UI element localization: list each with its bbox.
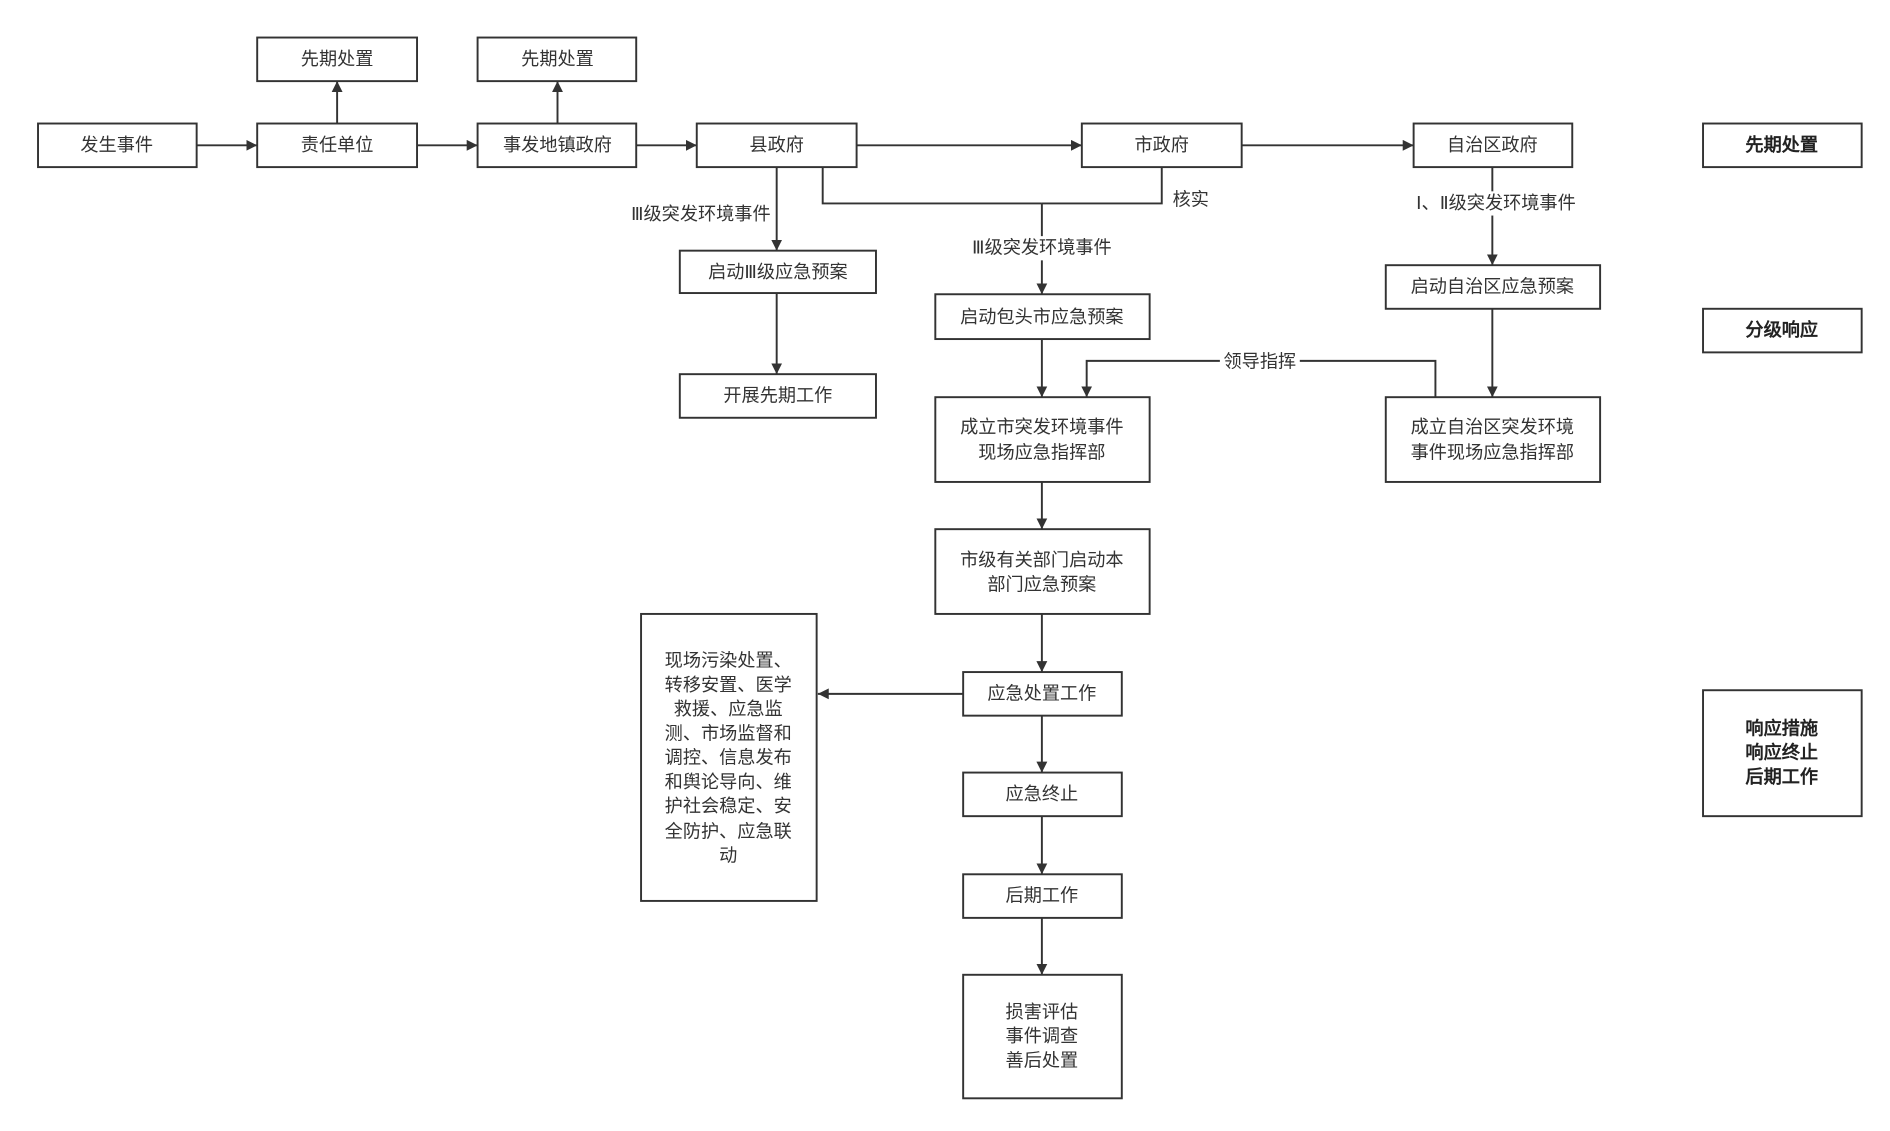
node-resp-unit: 责任单位	[256, 122, 419, 169]
node-label: 后期工作	[1006, 886, 1079, 907]
node-start-city: 启动包头市应急预案	[934, 293, 1151, 341]
node-handling: 应急处置工作	[962, 671, 1123, 717]
node-region-gov: 自治区政府	[1412, 122, 1574, 169]
node-early1: 先期处置	[256, 36, 419, 83]
node-label-line: 和舆论导向、维	[665, 772, 792, 793]
stage-label-line: 后期工作	[1745, 766, 1818, 788]
node-county-gov: 县政府	[695, 122, 858, 169]
node-label: 应急处置工作	[987, 683, 1096, 704]
stage-early-handling: 先期处置	[1702, 122, 1863, 169]
node-region-hq: 成立自治区突发环境 事件现场应急指挥部	[1384, 396, 1602, 483]
node-label-line: 成立市突发环境事件	[960, 417, 1123, 438]
edge-label-verify: 核实	[1173, 189, 1209, 210]
node-after: 后期工作	[962, 873, 1123, 919]
node-label: 县政府	[749, 135, 803, 156]
node-city-hq: 成立市突发环境事件 现场应急指挥部	[934, 396, 1151, 483]
node-city-dept: 市级有关部门启动本 部门应急预案	[934, 528, 1151, 615]
node-early2: 先期处置	[476, 36, 638, 83]
node-label: 先期处置	[301, 49, 374, 70]
node-assess: 损害评估 事件调查 善后处置	[962, 973, 1123, 1100]
node-terminate: 应急终止	[962, 771, 1123, 818]
node-label-line: 成立自治区突发环境	[1411, 417, 1574, 438]
node-label-line: 事件现场应急指挥部	[1411, 442, 1574, 463]
node-start-l3: 启动Ⅲ级应急预案	[678, 249, 877, 295]
node-label-line: 损害评估	[1006, 1002, 1079, 1023]
node-start-region: 启动自治区应急预案	[1384, 264, 1602, 310]
node-label: 先期处置	[521, 49, 594, 70]
connectors	[196, 81, 1498, 975]
stage-label: 分级响应	[1745, 319, 1818, 341]
node-label: 责任单位	[301, 135, 374, 156]
edge-label-county-l3: Ⅲ级突发环境事件	[631, 204, 771, 225]
node-label-line: 调控、信息发布	[665, 748, 792, 769]
node-label-line: 救援、应急监	[674, 699, 783, 720]
line-county-branch	[821, 167, 1042, 205]
node-label: 自治区政府	[1447, 135, 1538, 156]
node-measures: 现场污染处置、 转移安置、医学 救援、应急监 测、市场监督和 调控、信息发布 和…	[640, 612, 818, 902]
node-label-line: 转移安置、医学	[665, 675, 792, 696]
stage-label-line: 响应终止	[1745, 742, 1818, 764]
stage-measures: 响应措施 响应终止 后期工作	[1702, 689, 1863, 818]
stage-graded-response: 分级响应	[1702, 307, 1863, 354]
node-label: 应急终止	[1006, 784, 1079, 805]
node-label-line: 现场污染处置、	[665, 651, 792, 672]
node-occur: 发生事件	[37, 122, 198, 169]
node-label: 事发地镇政府	[503, 135, 612, 156]
edge-label-city-l3: Ⅲ级突发环境事件	[972, 238, 1112, 259]
node-label-line: 市级有关部门启动本	[960, 550, 1123, 571]
edge-label-region-l12: Ⅰ、Ⅱ级突发环境事件	[1416, 193, 1576, 214]
node-label: 市政府	[1135, 135, 1189, 156]
node-label-line: 全防护、应急联	[665, 821, 792, 842]
line-city-verify	[1041, 167, 1163, 205]
node-label-line: 现场应急指挥部	[978, 442, 1105, 463]
node-label-line: 善后处置	[1006, 1050, 1079, 1071]
node-label: 启动Ⅲ级应急预案	[708, 262, 848, 283]
node-label: 启动包头市应急预案	[960, 307, 1123, 328]
node-label: 发生事件	[80, 135, 153, 156]
edge-label-lead: 领导指挥	[1224, 352, 1297, 373]
node-label-line: 测、市场监督和	[665, 723, 792, 744]
stage-label-line: 响应措施	[1745, 717, 1818, 739]
stage-label: 先期处置	[1745, 134, 1818, 156]
node-label-line: 部门应急预案	[987, 574, 1096, 595]
node-label-line: 动	[719, 846, 737, 867]
node-early-work: 开展先期工作	[678, 373, 877, 419]
node-label: 开展先期工作	[723, 385, 832, 406]
node-town-gov: 事发地镇政府	[476, 122, 638, 169]
node-label: 启动自治区应急预案	[1411, 276, 1574, 297]
node-label-line: 事件调查	[1006, 1026, 1079, 1047]
node-city-gov: 市政府	[1080, 122, 1243, 169]
node-label-line: 护社会稳定、安	[665, 796, 792, 817]
